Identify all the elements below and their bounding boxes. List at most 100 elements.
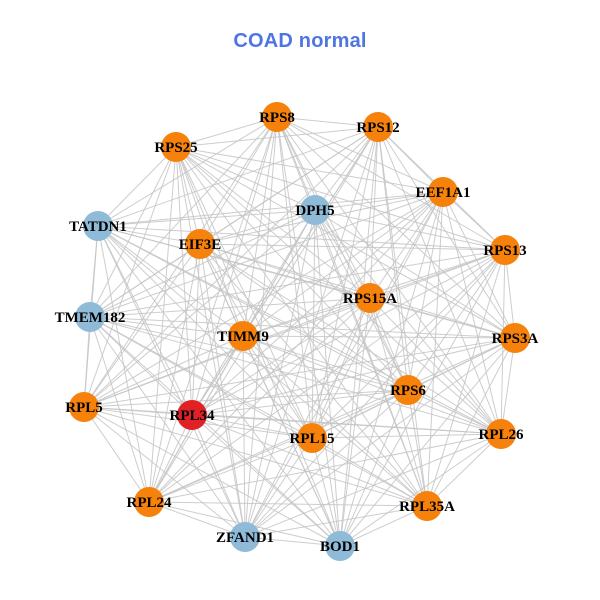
network-edge: [314, 209, 428, 507]
network-edge: [83, 146, 177, 408]
network-edge: [311, 249, 506, 439]
network-edge: [89, 316, 516, 339]
network-edge: [242, 297, 371, 337]
network-edge: [175, 126, 379, 148]
network-node-rps12[interactable]: [363, 112, 393, 142]
network-edge: [97, 225, 502, 435]
network-edge: [148, 437, 313, 503]
network-edge: [175, 146, 444, 193]
network-edge: [407, 389, 502, 435]
network-edge: [369, 126, 379, 299]
network-edge: [148, 116, 278, 503]
network-edge: [175, 146, 341, 547]
network-node-rpl35a[interactable]: [412, 491, 442, 521]
network-node-eif3e[interactable]: [185, 229, 215, 259]
network-node-rpl5[interactable]: [69, 392, 99, 422]
network-edge: [175, 146, 201, 245]
network-edge: [311, 433, 502, 439]
network-node-rpl24[interactable]: [134, 487, 164, 517]
network-edge: [199, 243, 246, 538]
network-node-rps13[interactable]: [490, 235, 520, 265]
network-edge: [89, 116, 278, 318]
network-node-rps8[interactable]: [262, 102, 292, 132]
network-edge: [276, 116, 379, 128]
network-edge: [242, 335, 409, 391]
network-edge: [339, 505, 428, 547]
network-edge: [314, 209, 516, 339]
network-edge: [369, 297, 502, 435]
network-edge: [89, 316, 246, 538]
network-edge: [97, 225, 313, 439]
network-edge: [377, 126, 502, 435]
network-edge: [175, 116, 278, 148]
network-edge: [97, 209, 316, 227]
network-edge: [175, 146, 428, 507]
network-edge: [426, 249, 506, 507]
network-node-dph5[interactable]: [300, 195, 330, 225]
network-edge: [97, 126, 379, 227]
network-edge: [244, 505, 428, 538]
network-edge: [377, 126, 516, 339]
network-edge: [191, 414, 313, 439]
network-node-rps3a[interactable]: [500, 323, 530, 353]
network-node-bod1[interactable]: [325, 531, 355, 561]
network-edge: [191, 414, 502, 435]
network-edge: [97, 225, 244, 337]
network-node-rps6[interactable]: [393, 375, 423, 405]
network-edge: [314, 209, 506, 251]
network-edge: [97, 191, 444, 227]
network-edge: [244, 389, 409, 538]
network-edge: [97, 225, 506, 251]
network-node-rps15a[interactable]: [355, 283, 385, 313]
network-edge: [339, 249, 506, 547]
network-edge: [175, 146, 193, 416]
network-node-tatdn1[interactable]: [83, 211, 113, 241]
network-node-rpl26[interactable]: [486, 419, 516, 449]
network-edge: [407, 191, 444, 391]
network-edge: [97, 225, 409, 391]
network-node-rpl34[interactable]: [177, 400, 207, 430]
network-edge: [191, 243, 201, 416]
network-node-rps25[interactable]: [161, 132, 191, 162]
network-edge: [314, 209, 371, 299]
network-edge: [426, 337, 516, 507]
network-edge: [89, 243, 201, 318]
network-edge: [148, 337, 516, 503]
network-edge: [191, 249, 506, 416]
network-edge: [311, 437, 428, 507]
network-edge: [83, 316, 91, 408]
network-edge: [97, 225, 246, 538]
network-edge: [89, 316, 502, 435]
network-edge: [175, 146, 246, 538]
network-edge: [199, 243, 506, 251]
network-node-timm9[interactable]: [228, 321, 258, 351]
network-edge: [339, 191, 444, 547]
network-edge: [442, 191, 502, 435]
network-edge: [83, 406, 341, 547]
figure-title: COAD normal: [233, 30, 367, 52]
network-edge: [377, 126, 428, 507]
network-edge: [148, 146, 177, 503]
network-edge: [191, 414, 341, 547]
network-edge: [97, 225, 201, 245]
network-edge: [500, 337, 516, 435]
network-edge: [191, 414, 246, 538]
network-edge: [191, 297, 371, 416]
network-node-tmem182[interactable]: [75, 302, 105, 332]
network-edge: [97, 225, 341, 547]
network-edge: [83, 406, 428, 507]
network-edge: [339, 337, 516, 547]
network-edge: [244, 209, 316, 538]
network-edge: [339, 389, 409, 547]
network-node-rpl15[interactable]: [297, 423, 327, 453]
network-edge: [175, 146, 506, 251]
network-edge: [148, 249, 506, 503]
network-edge: [244, 297, 371, 538]
network-edge: [148, 389, 409, 503]
network-edge: [97, 146, 177, 227]
network-edge: [148, 501, 246, 538]
network-node-zfand1[interactable]: [230, 522, 260, 552]
network-edge: [242, 335, 516, 339]
network-node-eef1a1[interactable]: [428, 177, 458, 207]
